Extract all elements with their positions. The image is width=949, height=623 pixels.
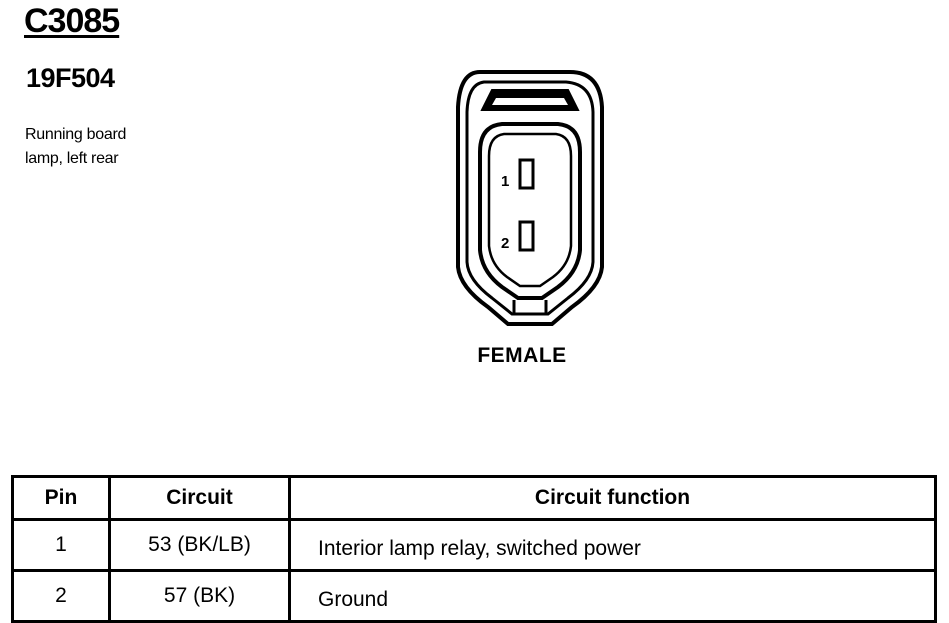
circuit-function-cell: Ground bbox=[288, 569, 937, 623]
description-line-1: Running board bbox=[25, 126, 127, 143]
connector-face-diagram: 1 2 bbox=[440, 62, 620, 332]
header-circuit-function: Circuit function bbox=[288, 475, 937, 521]
cavity-body-inner bbox=[487, 132, 573, 288]
cavity-1-slot bbox=[518, 158, 535, 190]
cavity-2-slot bbox=[518, 220, 535, 252]
cavity-body-outline bbox=[478, 122, 582, 300]
table-row: 1 53 (BK/LB) Interior lamp relay, switch… bbox=[11, 518, 937, 572]
header-pin: Pin bbox=[11, 475, 111, 521]
housing-outer-outline bbox=[456, 70, 604, 326]
housing-inner-outline bbox=[465, 80, 595, 316]
header-circuit: Circuit bbox=[108, 475, 291, 521]
circuit-cell: 57 (BK) bbox=[108, 569, 291, 623]
pin-cell: 2 bbox=[11, 569, 111, 623]
connector-id: C3085 bbox=[24, 2, 120, 40]
table-header-row: Pin Circuit Circuit function bbox=[11, 475, 937, 521]
pin-out-table: Pin Circuit Circuit function 1 53 (BK/LB… bbox=[11, 475, 937, 623]
cavity-1-label: 1 bbox=[501, 173, 510, 190]
table-row: 2 57 (BK) Ground bbox=[11, 569, 937, 623]
description-line-2: lamp, left rear bbox=[25, 150, 119, 167]
circuit-function-cell: Interior lamp relay, switched power bbox=[288, 518, 937, 572]
circuit-cell: 53 (BK/LB) bbox=[108, 518, 291, 572]
connector-face-svg bbox=[456, 70, 604, 326]
connector-gender-label: FEMALE bbox=[477, 344, 567, 367]
polarization-key bbox=[512, 300, 548, 316]
cavity-2-label: 2 bbox=[501, 235, 510, 252]
pin-cell: 1 bbox=[11, 518, 111, 572]
part-number: 19F504 bbox=[26, 63, 115, 93]
locking-latch-slot bbox=[492, 98, 568, 105]
connector-description: Running board lamp, left rear bbox=[25, 123, 175, 171]
